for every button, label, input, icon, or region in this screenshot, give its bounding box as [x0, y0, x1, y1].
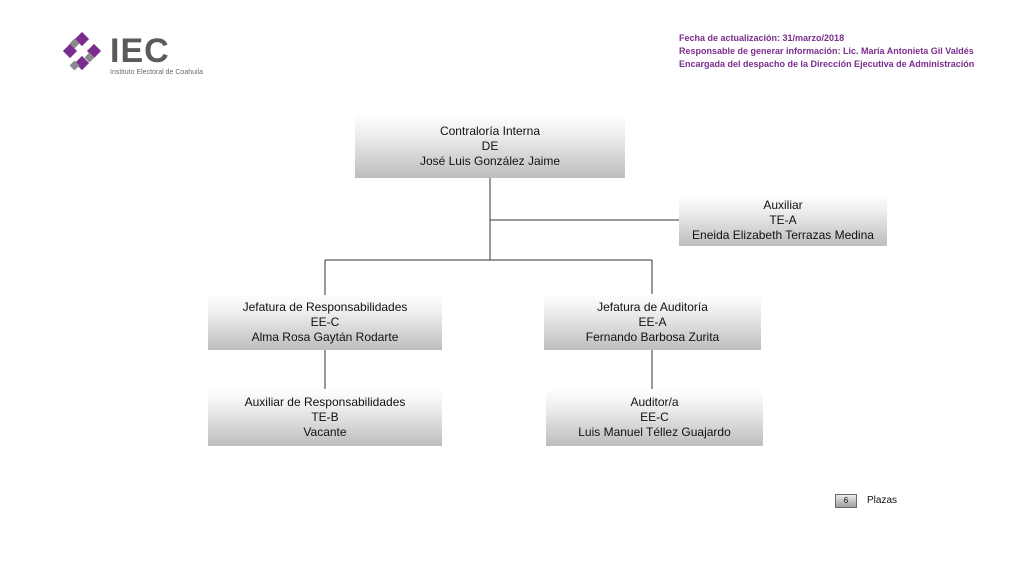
node-jefatura-responsabilidades: Jefatura de Responsabilidades EE-C Alma … [208, 295, 442, 350]
node-level: TE-B [311, 410, 339, 424]
update-info: Fecha de actualización: 31/marzo/2018 Re… [679, 32, 974, 71]
node-title: Contraloría Interna [439, 123, 541, 138]
node-person: Luis Manuel Téllez Guajardo [578, 425, 731, 439]
node-person: José Luis González Jaime [419, 153, 561, 168]
node-auditor: Auditor/a EE-C Luis Manuel Téllez Guajar… [546, 389, 763, 446]
node-level: EE-C [310, 315, 340, 329]
node-person: Fernando Barbosa Zurita [585, 329, 720, 344]
node-title: Auxiliar [763, 197, 803, 212]
logo-text: IEC [110, 32, 170, 70]
iec-logo: IEC Instituto Electoral de Coahuila [60, 32, 210, 78]
node-level: EE-C [640, 410, 669, 424]
node-person: Eneida Elizabeth Terrazas Medina [692, 227, 874, 242]
plazas-count-badge: 6 [835, 494, 857, 508]
update-date: Fecha de actualización: 31/marzo/2018 [679, 33, 845, 43]
node-auxiliar-responsabilidades: Auxiliar de Responsabilidades TE-B Vacan… [208, 389, 442, 446]
node-title: Auxiliar de Responsabilidades [244, 395, 406, 409]
node-title: Auditor/a [630, 395, 679, 409]
logo-subtitle: Instituto Electoral de Coahuila [110, 69, 203, 76]
responsible-person: Responsable de generar información: Lic.… [679, 46, 974, 56]
iec-diamond-logo-icon [62, 32, 102, 71]
node-title: Jefatura de Responsabilidades [242, 300, 408, 314]
node-level: DE [481, 138, 499, 153]
node-contraloria-interna: Contraloría Interna DE José Luis Gonzále… [355, 114, 625, 178]
plazas-label: Plazas [867, 495, 898, 506]
node-jefatura-auditoria: Jefatura de Auditoría EE-A Fernando Barb… [544, 294, 761, 350]
node-auxiliar: Auxiliar TE-A Eneida Elizabeth Terrazas … [679, 194, 887, 246]
node-title: Jefatura de Auditoría [597, 299, 708, 314]
node-person: Alma Rosa Gaytán Rodarte [251, 330, 399, 344]
node-person: Vacante [303, 425, 347, 439]
node-level: TE-A [769, 212, 797, 227]
node-level: EE-A [638, 314, 667, 329]
responsible-role: Encargada del despacho de la Dirección E… [679, 59, 975, 69]
